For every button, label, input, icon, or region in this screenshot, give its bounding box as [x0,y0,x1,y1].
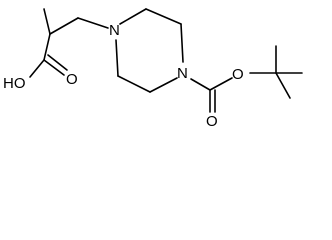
atom-hydroxyl-label: HO [3,75,26,92]
bond-tbutyl-methyl-bottom [275,72,291,99]
bond-ring-3 [180,23,184,63]
bond-carboxyl-double-b [47,54,68,71]
bond-carbamate-ester [209,77,233,91]
molecule-diagram: HO O N N O O [3,8,303,130]
bond-methyl [43,8,51,35]
bond-n4-carbamate [190,78,211,91]
bond-ring-6 [115,39,119,77]
atom-carboxyl-oxygen-label: O [66,71,78,88]
bond-ring-4 [149,77,178,93]
atom-piperazine-n4-label: N [177,65,188,82]
bonds [29,8,303,113]
bond-ring-1 [119,8,147,25]
bond-ch-ch2 [49,17,79,35]
bond-ring-5 [117,75,151,93]
bond-ring-2 [145,8,182,25]
bond-ch2-n1 [77,17,109,29]
atom-piperazine-n1-label: N [109,22,120,39]
bond-ch-carboxyl-carbon [43,33,51,61]
bond-carboxyl-hydroxyl [29,59,45,78]
atom-carbonyl-oxygen-label: O [206,113,218,130]
atom-labels: HO O N N O O [3,22,244,130]
atom-ester-oxygen-label: O [232,66,244,83]
bond-carboxyl-double-a [43,59,65,76]
